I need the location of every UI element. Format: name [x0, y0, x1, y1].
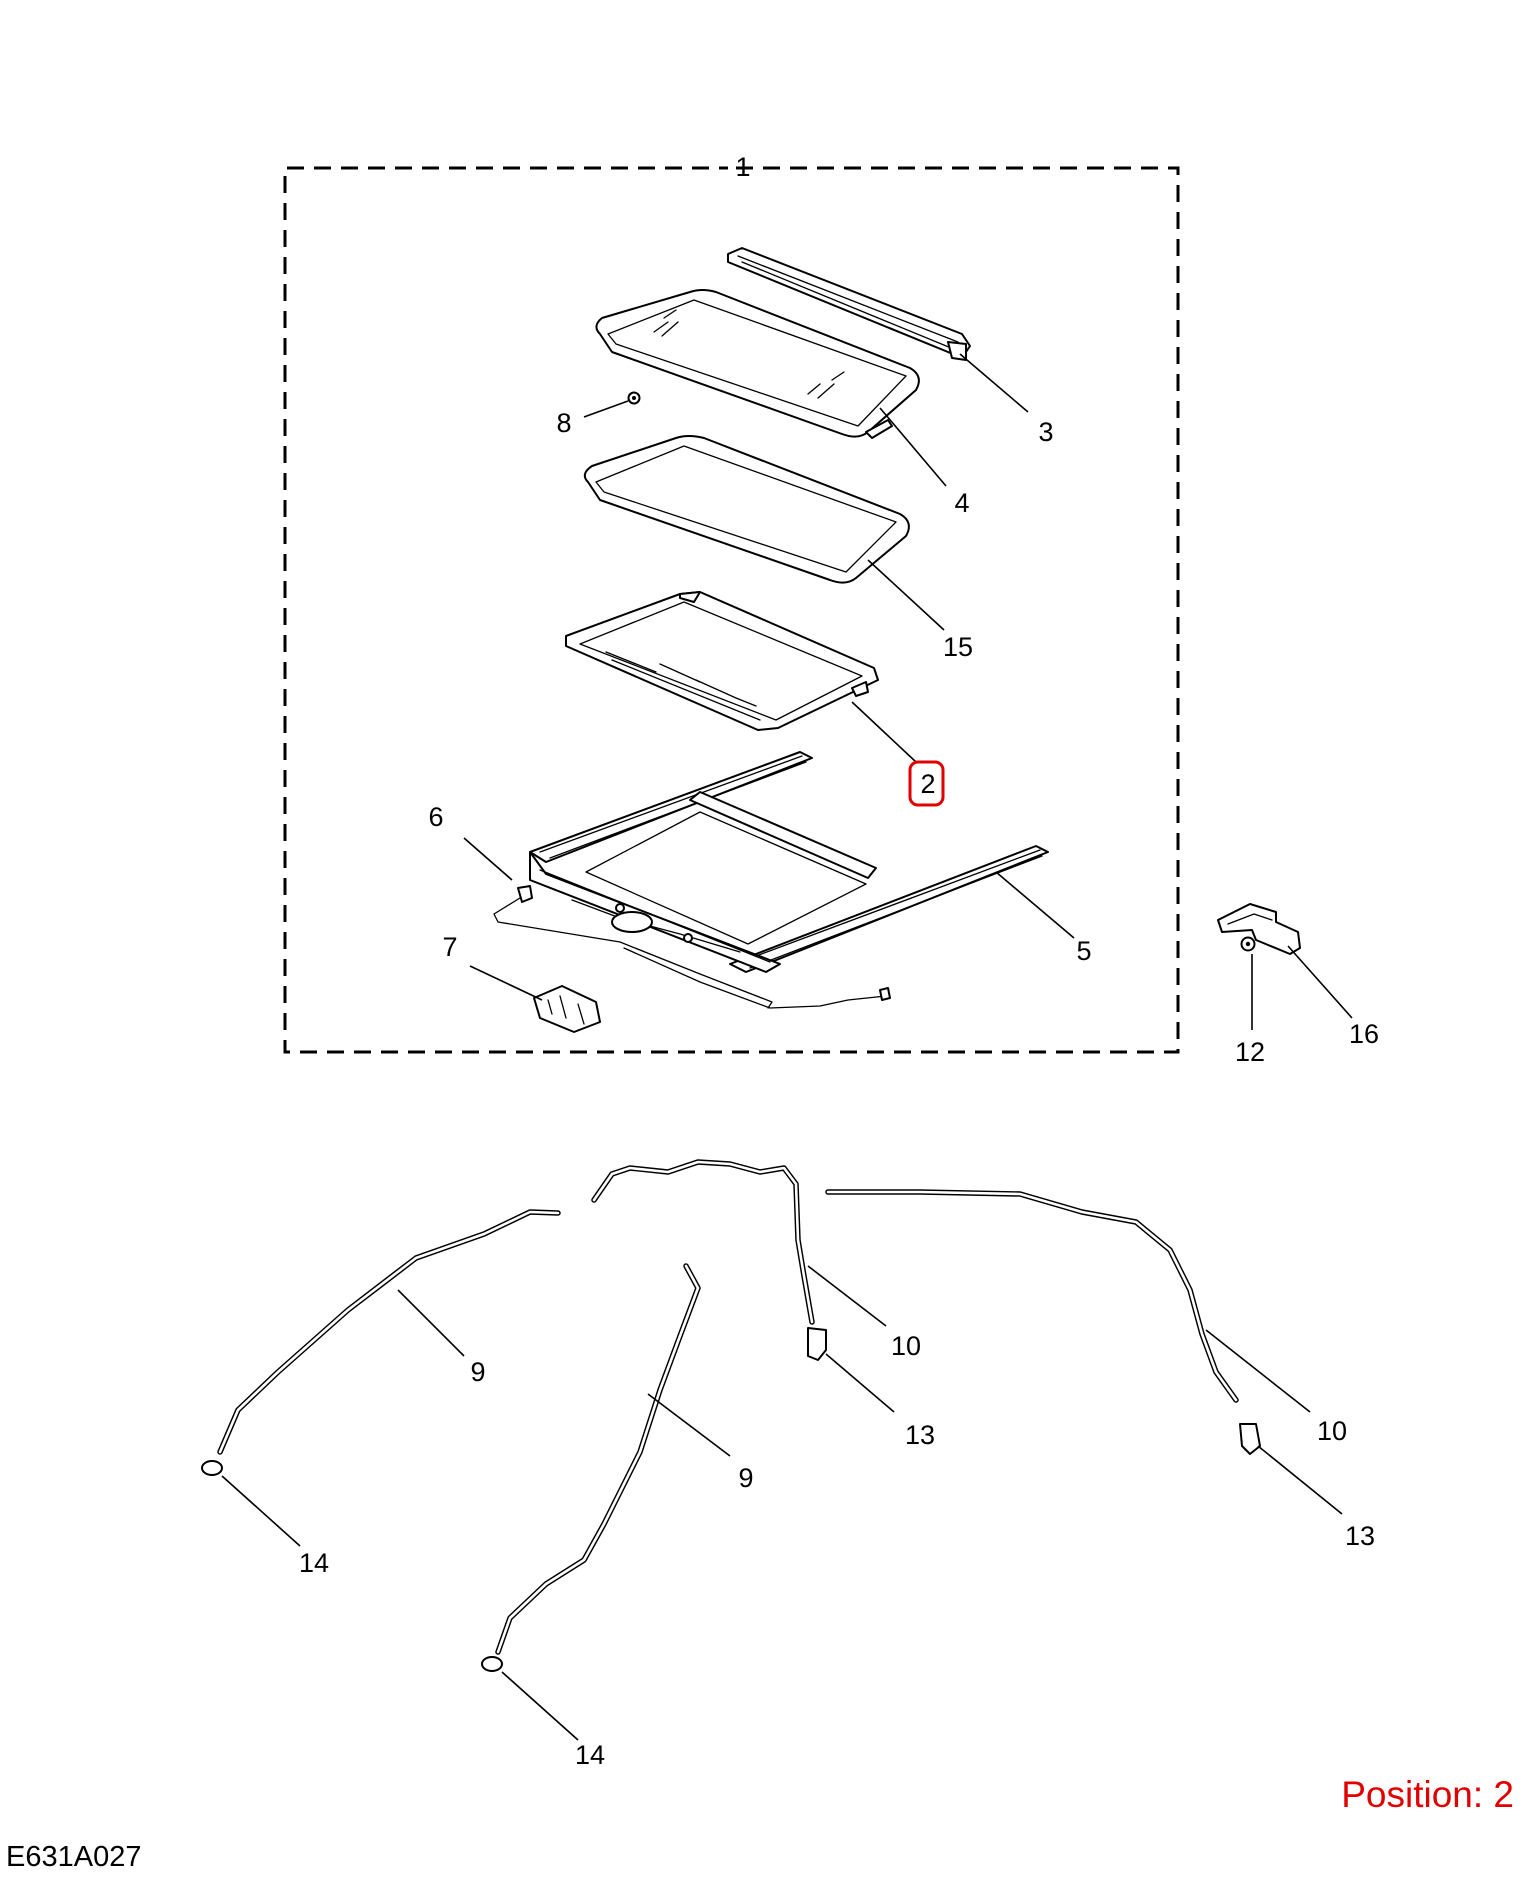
callout-10-right: 10: [1317, 1416, 1347, 1446]
callout-8: 8: [556, 408, 571, 438]
sunroof-frame-part-5: [529, 751, 1049, 973]
callout-10-left: 10: [891, 1331, 921, 1361]
callout-1: 1: [735, 152, 750, 182]
callout-4: 4: [954, 488, 969, 518]
callout-13-left: 13: [905, 1420, 935, 1450]
callout-13-right: 13: [1345, 1521, 1375, 1551]
motor-part-7: [533, 985, 601, 1033]
callout-14-right: 14: [575, 1740, 605, 1770]
drain-hose-part-10-left: [591, 1159, 827, 1361]
callout-5: 5: [1076, 936, 1091, 966]
callout-9-left: 9: [470, 1357, 485, 1387]
nut-part-8: [627, 391, 641, 405]
callout-14-left: 14: [299, 1548, 329, 1578]
callout-2-highlight: [908, 760, 945, 807]
callout-12: 12: [1235, 1037, 1265, 1067]
harness-part-6: [493, 885, 891, 1009]
drawing-code-label: E631A027: [6, 1841, 142, 1873]
callout-3: 3: [1038, 417, 1053, 447]
drain-hose-part-10-right: [825, 1189, 1261, 1455]
bracket-part-16: [1217, 903, 1301, 955]
glass-seal-part-15: [583, 435, 910, 584]
callout-2: 2: [920, 769, 935, 799]
callout-9-right: 9: [738, 1463, 753, 1493]
position-indicator: Position: 2: [1341, 1774, 1514, 1815]
glass-panel-part-4: [595, 289, 920, 439]
callout-6: 6: [428, 802, 443, 832]
callout-7: 7: [442, 932, 457, 962]
callout-16: 16: [1349, 1019, 1379, 1049]
fastener-part-12: [1240, 936, 1256, 952]
drain-hose-part-9-left: [201, 1209, 561, 1476]
sunshade-part-2: [565, 591, 879, 731]
drain-hose-part-9-right: [481, 1263, 701, 1672]
callout-15: 15: [943, 632, 973, 662]
